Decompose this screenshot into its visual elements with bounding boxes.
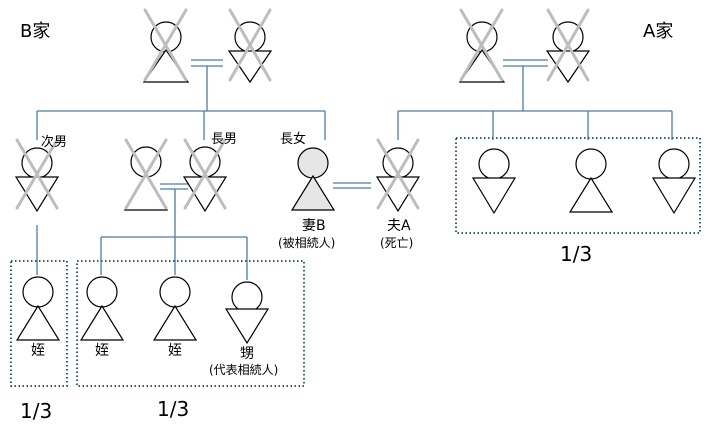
label-niece-mid-1: 姪: [95, 343, 109, 359]
note-wife-b: (被相続人): [278, 236, 336, 250]
heir-group-boxes: [10, 137, 701, 387]
cross-icon: [376, 138, 420, 210]
deceased-marks: [15, 8, 590, 210]
cross-icon: [459, 8, 504, 82]
eldest-son-icon: [182, 146, 228, 213]
share-a-side: 1/3: [560, 242, 593, 266]
cross-icon: [546, 8, 590, 82]
eldest-son-children-box: [76, 260, 305, 387]
note-nephew: (代表相続人): [209, 363, 279, 377]
cross-icon: [228, 8, 272, 82]
niece-left-icon: [15, 276, 61, 341]
niece-mid-1-icon: [79, 276, 125, 341]
niece-mid-2-icon: [152, 276, 198, 341]
cross-icon: [15, 138, 59, 210]
note-husband-a: (死亡): [380, 236, 414, 250]
label-husband-a: 夫A: [387, 218, 411, 234]
label-wife-b: 妻B: [302, 218, 326, 234]
a-side-heir-1-icon: [471, 148, 517, 215]
share-left-group: 1/3: [20, 399, 53, 423]
relationship-lines: [36, 59, 673, 280]
label-niece-left: 姪: [31, 343, 45, 359]
family-label-b: B家: [20, 21, 51, 42]
cross-icon: [124, 138, 168, 210]
label-nephew: 甥: [240, 346, 254, 362]
a-side-heir-2-icon: [568, 148, 614, 213]
left-niece-box: [10, 260, 68, 387]
nephew-icon: [224, 281, 270, 345]
a-side-heirs-box: [455, 137, 701, 234]
role-eldest-daughter: 長女: [280, 132, 307, 147]
label-niece-mid-2: 姪: [168, 343, 182, 359]
role-eldest-son: 長男: [211, 132, 238, 147]
cross-icon: [143, 8, 188, 82]
a-side-heir-3-icon: [651, 148, 697, 215]
role-second-son: 次男: [41, 135, 68, 150]
wife-b-icon: [290, 147, 336, 211]
people: [14, 21, 697, 345]
family-label-a: A家: [643, 21, 674, 42]
cross-icon: [183, 138, 227, 210]
share-mid-group: 1/3: [157, 397, 190, 421]
